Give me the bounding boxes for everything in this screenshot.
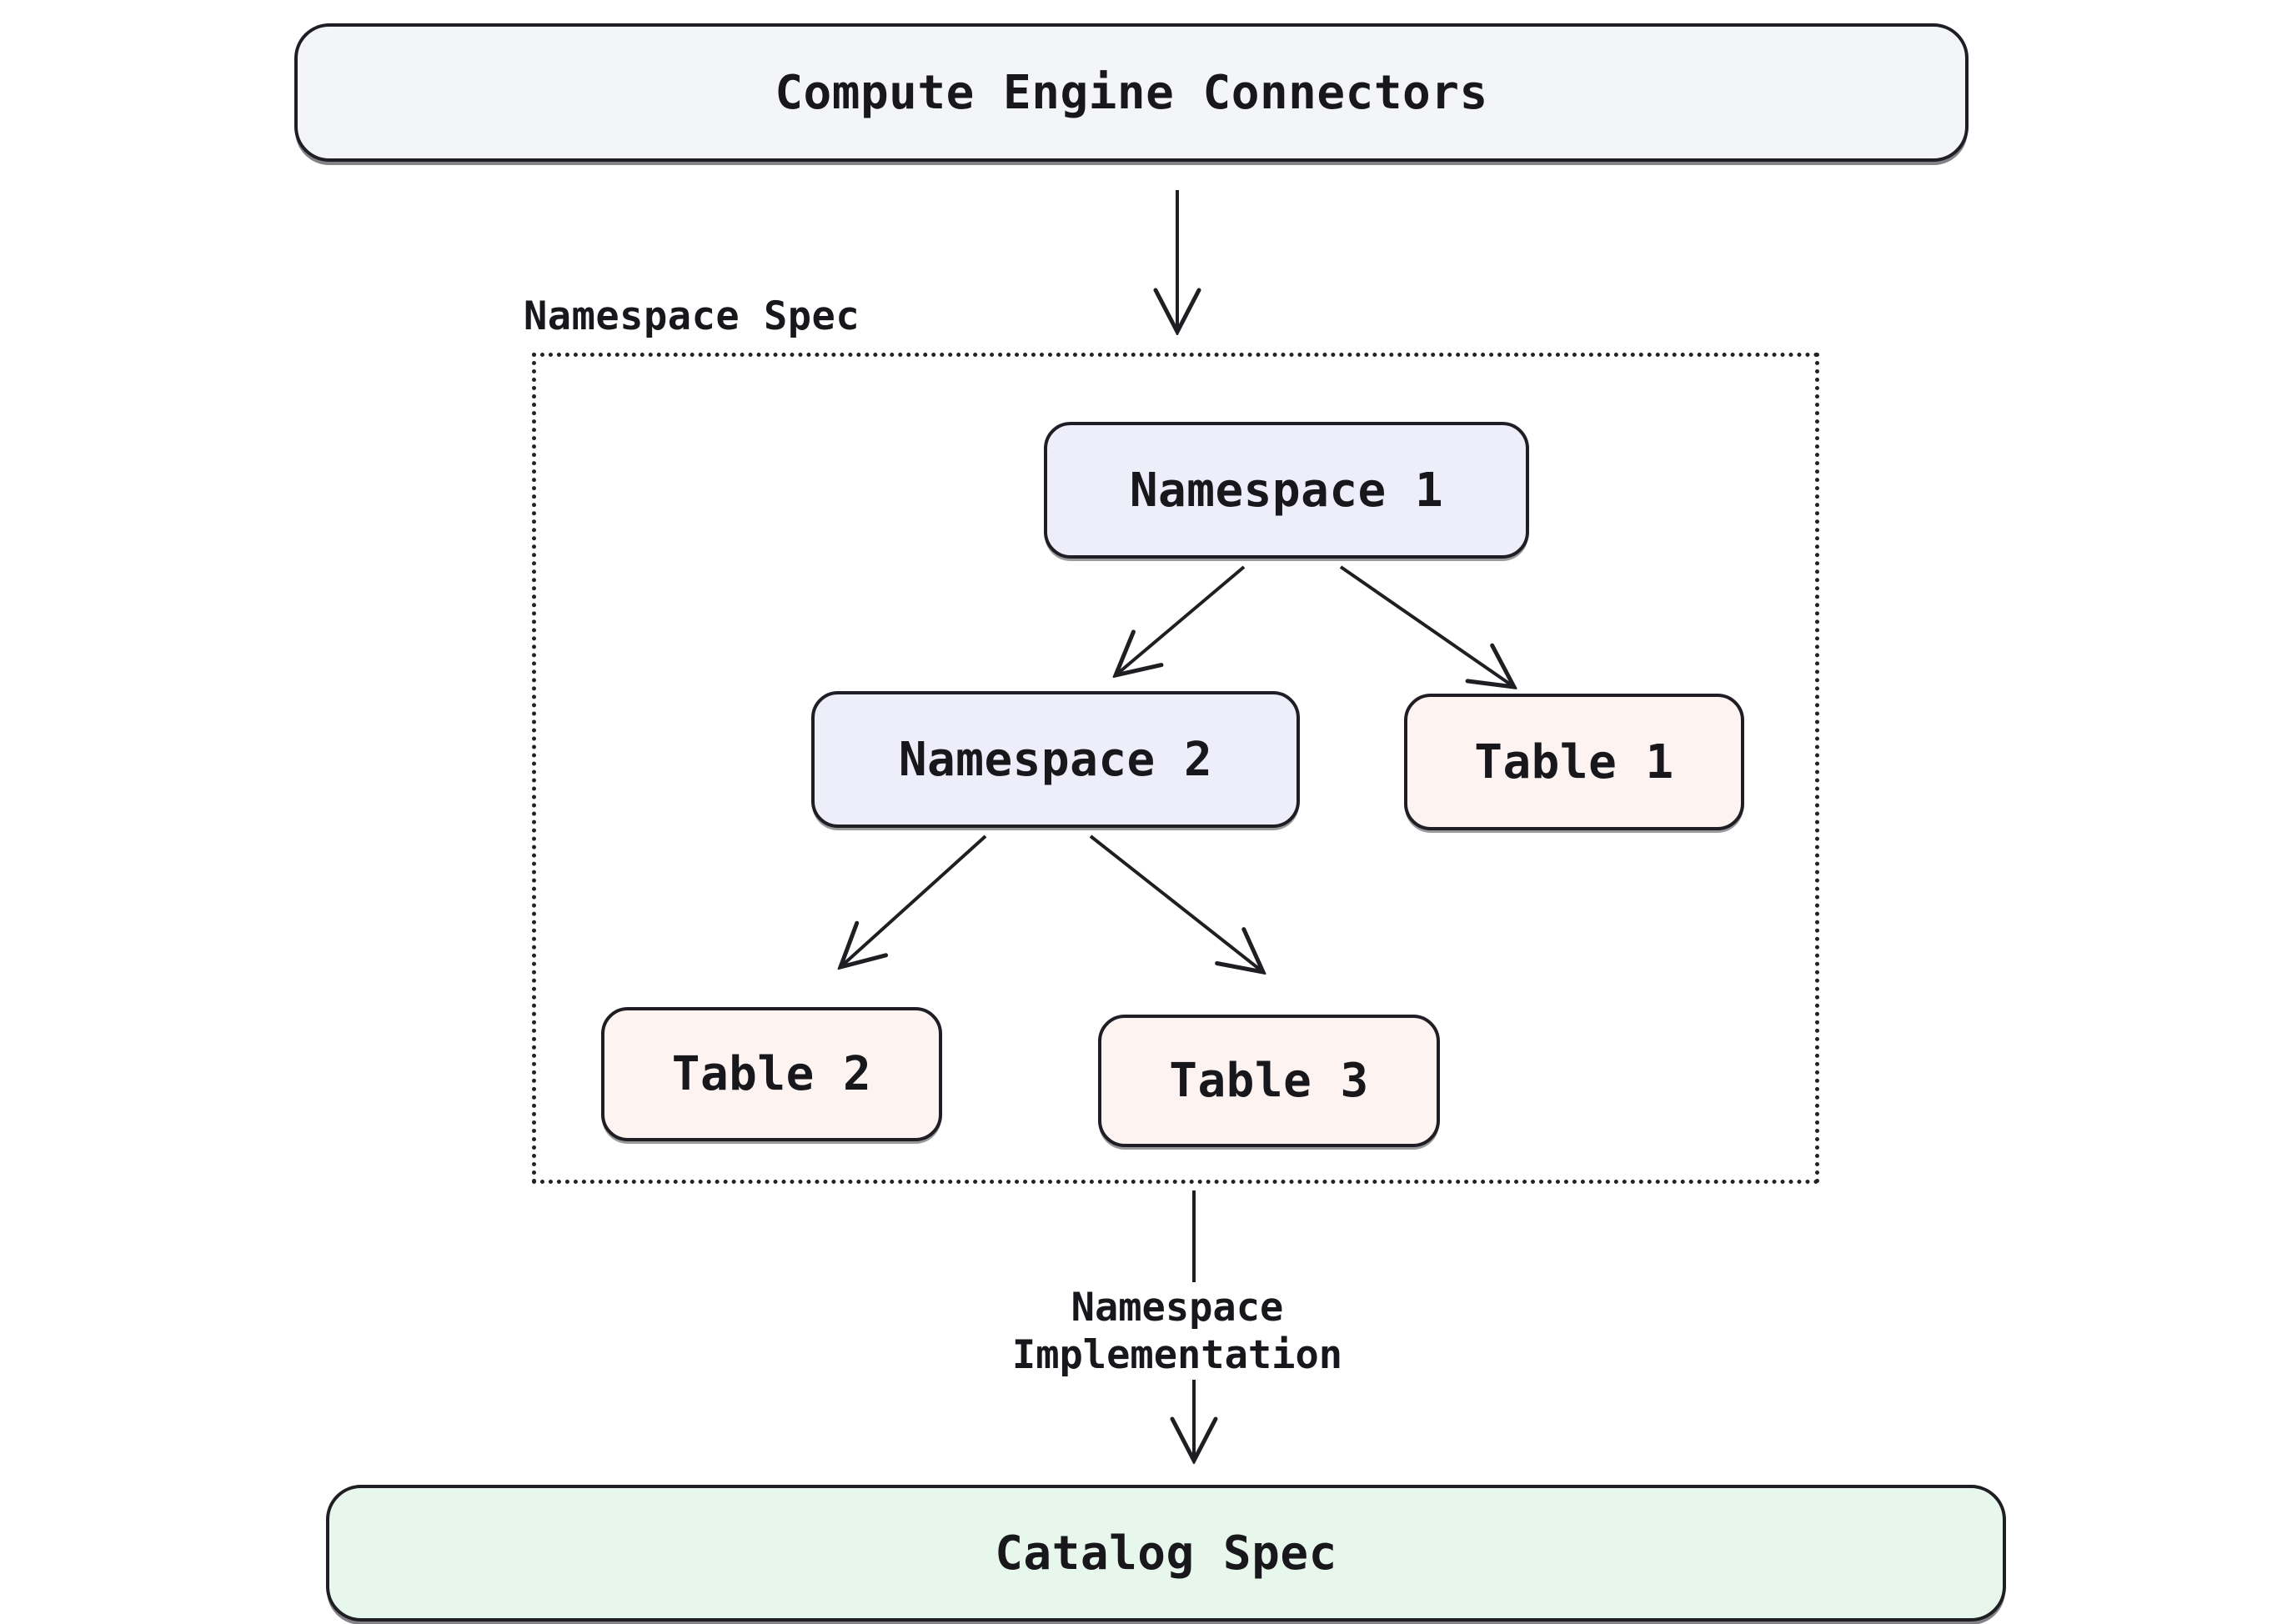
node-namespace-2-label: Namespace 2 [898, 732, 1213, 787]
node-table-1-label: Table 1 [1474, 734, 1674, 789]
node-table-3-label: Table 3 [1169, 1054, 1369, 1108]
node-namespace-2: Namespace 2 [811, 691, 1300, 828]
namespace-spec-container [532, 353, 1819, 1184]
node-compute-engine-connectors: Compute Engine Connectors [294, 23, 1969, 162]
node-table-3: Table 3 [1098, 1015, 1440, 1147]
node-namespace-1-label: Namespace 1 [1129, 463, 1444, 518]
node-compute-engine-connectors-label: Compute Engine Connectors [775, 65, 1488, 120]
node-table-2-label: Table 2 [671, 1047, 872, 1101]
node-catalog-spec-label: Catalog Spec [995, 1526, 1337, 1581]
container-label-namespace-spec: Namespace Spec [524, 293, 860, 339]
node-table-1: Table 1 [1404, 694, 1744, 830]
node-catalog-spec: Catalog Spec [326, 1485, 2006, 1621]
node-table-2: Table 2 [601, 1007, 942, 1141]
edge-label-namespace-implementation: Namespace Implementation [927, 1284, 1427, 1380]
node-namespace-1: Namespace 1 [1044, 422, 1529, 559]
